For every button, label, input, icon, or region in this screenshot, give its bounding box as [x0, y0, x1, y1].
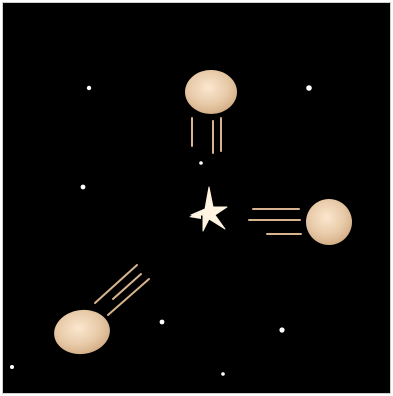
speed-lines-up-right: [95, 265, 149, 315]
star-dot-icon: [221, 372, 225, 376]
scene-canvas: [3, 3, 391, 394]
star-dot-icon: [81, 185, 86, 190]
speed-lines-down: [192, 118, 221, 153]
right-blob: [249, 199, 352, 245]
star-dot-icon: [306, 85, 312, 91]
star-dot-icon: [160, 320, 165, 325]
speed-lines-left: [249, 209, 301, 234]
top-blob: [185, 70, 237, 153]
bottom-left-blob: [51, 265, 149, 358]
scene-frame: [2, 2, 391, 394]
star-dot-icon: [87, 86, 91, 90]
star-dot-icon: [199, 161, 203, 165]
starburst-icon: [189, 187, 227, 231]
star-dot-icon: [10, 365, 14, 369]
star-dot-icon: [279, 327, 284, 332]
